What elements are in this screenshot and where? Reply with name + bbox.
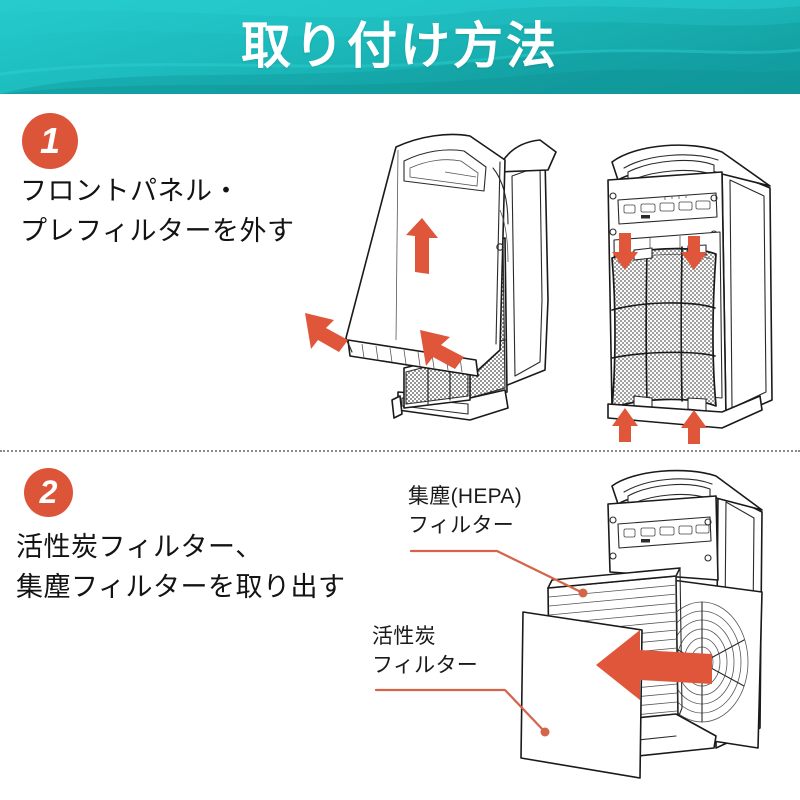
step2-unit-illustration	[520, 469, 763, 779]
arrow-left-large-icon	[596, 630, 712, 700]
carbon-leader-line	[374, 688, 547, 734]
arrow-up-right-icon	[681, 410, 707, 444]
arrow-down-left-icon	[612, 233, 638, 270]
carbon-leader-dot	[540, 727, 550, 737]
header-wave-decoration	[0, 0, 800, 94]
arrow-upleft-inner-icon	[420, 330, 464, 369]
arrow-up-icon	[406, 218, 438, 274]
arrow-upleft-outer-icon	[305, 313, 348, 352]
step1-right-unit-illustration	[607, 144, 773, 444]
arrow-up-left-icon	[612, 408, 638, 442]
section-divider	[0, 450, 800, 452]
hepa-leader-line	[409, 549, 585, 595]
carbon-filter-sheet	[520, 611, 643, 779]
step-2-badge: 2	[24, 468, 73, 517]
step1-left-unit-illustration	[305, 133, 557, 421]
step-1-description: フロントパネル・ プレフィルターを外す	[20, 176, 295, 246]
arrow-down-right-icon	[681, 236, 707, 270]
hepa-leader-dot	[578, 588, 588, 598]
header-banner: 取り付け方法	[0, 0, 800, 94]
step-1-badge: 1	[22, 113, 78, 169]
carbon-filter-label: 活性炭 フィルター	[372, 625, 479, 677]
step-2-description: 活性炭フィルター、 集塵フィルターを取り出す	[16, 532, 346, 602]
page-title: 取り付け方法	[241, 18, 559, 74]
hepa-filter-label: 集塵(HEPA) フィルター	[408, 485, 523, 537]
